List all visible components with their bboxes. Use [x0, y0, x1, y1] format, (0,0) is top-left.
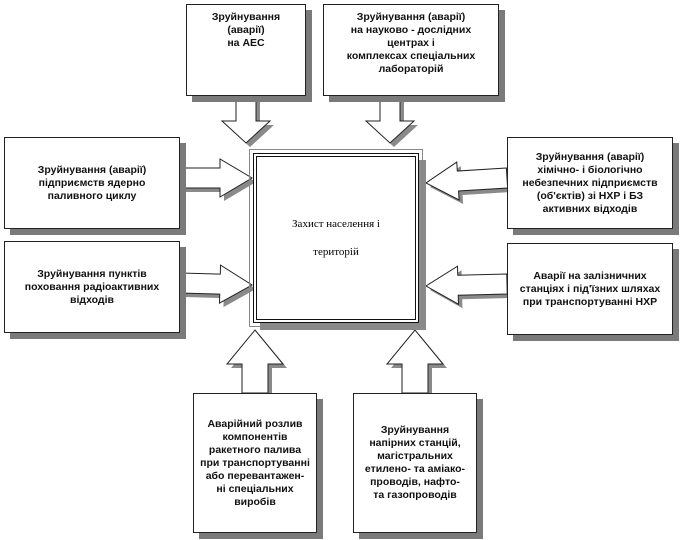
arrow-from-chemical-bio: [425, 161, 509, 201]
source-chemical-bio: Зруйнування (аварії) хімічно- і біологіч…: [507, 137, 673, 229]
central-box-protection: Захист населення і територій: [249, 149, 423, 327]
arrow-from-nuclear-plant: [220, 95, 272, 144]
source-research-centers-label: Зруйнування (аварії) на науково - дослід…: [346, 11, 476, 75]
arrow-from-pumping-stations: [385, 329, 445, 394]
source-rocket-fuel-label: Аварійний розлив компонентів ракетного п…: [200, 417, 310, 508]
source-rail-accidents-label: Аварії на залізничних станціях і під'їзн…: [519, 269, 661, 308]
source-research-centers: Зруйнування (аварії) на науково - дослід…: [323, 4, 499, 96]
source-fuel-cycle-label: Зруйнування (аварії) підприємств ядерно …: [37, 163, 147, 202]
arrow-from-radioactive-waste: [179, 264, 253, 304]
source-nuclear-plant: Зруйнування (аварії) на АЕС: [186, 4, 306, 96]
source-radioactive-waste: Зруйнування пунктів поховання радіоактив…: [4, 241, 180, 333]
source-rocket-fuel: Аварійний розлив компонентів ракетного п…: [193, 393, 317, 533]
source-fuel-cycle: Зруйнування (аварії) підприємств ядерно …: [4, 137, 180, 229]
arrow-from-rocket-fuel: [225, 329, 285, 394]
source-pumping-stations: Зруйнування напірних станцій, магістраль…: [353, 393, 477, 533]
central-box-title: Захист населення і територій: [292, 218, 380, 258]
arrow-from-research-centers: [364, 95, 416, 144]
source-nuclear-plant-label: Зруйнування (аварії) на АЕС: [211, 11, 281, 49]
source-pumping-stations-label: Зруйнування напірних станцій, магістраль…: [364, 424, 466, 501]
source-chemical-bio-label: Зруйнування (аварії) хімічно- і біологіч…: [522, 150, 658, 215]
source-rail-accidents: Аварії на залізничних станціях і під'їзн…: [507, 243, 673, 335]
arrow-from-fuel-cycle: [179, 158, 253, 198]
arrow-from-rail-accidents: [425, 265, 508, 306]
source-radioactive-waste-label: Зруйнування пунктів поховання радіоактив…: [24, 267, 160, 306]
